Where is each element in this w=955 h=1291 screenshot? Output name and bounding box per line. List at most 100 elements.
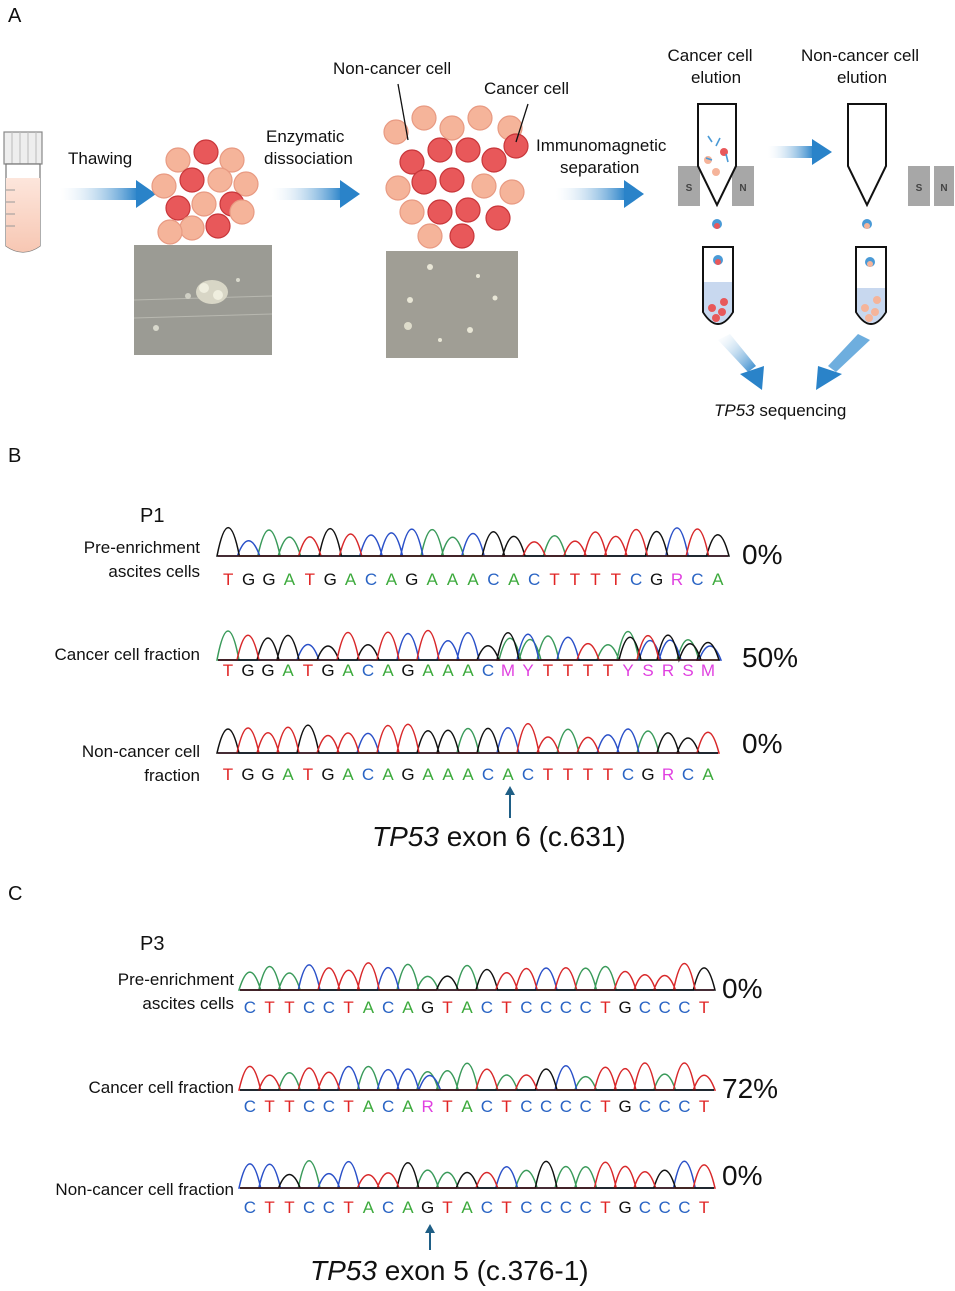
base-call: A bbox=[402, 1198, 414, 1217]
noncancer-cell-icon bbox=[385, 175, 411, 201]
base-call: C bbox=[487, 570, 499, 589]
base-call: C bbox=[579, 998, 591, 1017]
base-call: C bbox=[658, 998, 670, 1017]
base-call: C bbox=[382, 1198, 394, 1217]
base-call: A bbox=[462, 661, 474, 680]
base-call: C bbox=[540, 998, 552, 1017]
base-call: C bbox=[303, 998, 315, 1017]
base-call: C bbox=[323, 998, 335, 1017]
base-call: T bbox=[303, 661, 313, 680]
base-call: C bbox=[482, 661, 494, 680]
panel-a-letter: A bbox=[8, 5, 22, 27]
base-call: T bbox=[570, 570, 580, 589]
trace-C bbox=[218, 632, 723, 661]
c-chromatogram-2 bbox=[238, 1062, 717, 1091]
base-call: G bbox=[324, 570, 337, 589]
label-cancer-cell: Cancer cell bbox=[484, 79, 569, 98]
cancer-cell-icon bbox=[179, 167, 205, 193]
base-call: A bbox=[363, 1198, 375, 1217]
noncancer-cell-icon bbox=[229, 199, 255, 225]
base-call: T bbox=[442, 998, 452, 1017]
noncancer-cell-icon bbox=[467, 105, 493, 131]
base-call: C bbox=[481, 1097, 493, 1116]
magnet-n-1: N bbox=[739, 183, 746, 194]
base-call: C bbox=[481, 1198, 493, 1217]
sequencing-label: TP53 sequencing bbox=[714, 401, 846, 420]
base-call: A bbox=[402, 1097, 414, 1116]
base-call: T bbox=[600, 998, 610, 1017]
panel-b: B P1 Pre-enrichment ascites cells Cancer… bbox=[8, 445, 798, 852]
cancer-cell-icon bbox=[449, 223, 475, 249]
base-call: T bbox=[264, 998, 274, 1017]
cancer-cell-icon bbox=[485, 205, 511, 231]
base-call: C bbox=[382, 998, 394, 1017]
base-call: T bbox=[501, 998, 511, 1017]
arrow-thawing-icon bbox=[60, 180, 156, 208]
base-call: Y bbox=[522, 661, 533, 680]
base-call: C bbox=[560, 1198, 572, 1217]
base-call: C bbox=[678, 1097, 690, 1116]
base-call: T bbox=[442, 1097, 452, 1116]
noncancer-cell-icon bbox=[399, 199, 425, 225]
column-with-magnet-icon: S N bbox=[678, 103, 754, 229]
micrograph-dissociated bbox=[386, 251, 518, 358]
base-call: T bbox=[501, 1198, 511, 1217]
trace-A bbox=[216, 630, 718, 661]
base-call: G bbox=[241, 765, 254, 784]
base-call: A bbox=[386, 570, 398, 589]
arrow-to-sequencing-left-icon bbox=[718, 334, 764, 390]
base-call: C bbox=[560, 998, 572, 1017]
base-call: A bbox=[442, 661, 454, 680]
base-call: C bbox=[244, 1198, 256, 1217]
base-call: A bbox=[422, 661, 434, 680]
panel-b-patient: P1 bbox=[140, 505, 164, 527]
base-call: T bbox=[223, 765, 233, 784]
c-track1-label-line1: Pre-enrichment bbox=[118, 970, 234, 989]
base-call: T bbox=[264, 1198, 274, 1217]
base-call: A bbox=[427, 570, 439, 589]
trace-T bbox=[238, 1062, 717, 1091]
base-call: T bbox=[284, 1097, 294, 1116]
base-call: T bbox=[264, 1097, 274, 1116]
micrograph-cluster bbox=[133, 245, 273, 355]
step-immunomagnetic-line1: Immunomagnetic bbox=[536, 136, 667, 155]
noncancer-elution-line2: elution bbox=[837, 68, 887, 87]
noncancer-cell-icon bbox=[219, 147, 245, 173]
base-call: C bbox=[522, 765, 534, 784]
base-call: C bbox=[520, 1198, 532, 1217]
arrow-elution-icon bbox=[768, 139, 832, 165]
sample-tube-icon bbox=[3, 131, 43, 253]
base-call: T bbox=[699, 1198, 709, 1217]
trace-A bbox=[218, 728, 718, 754]
base-call: G bbox=[641, 765, 654, 784]
base-call: C bbox=[520, 1097, 532, 1116]
base-call: C bbox=[540, 1097, 552, 1116]
cancer-elution-line1: Cancer cell bbox=[667, 46, 752, 65]
base-call: G bbox=[321, 661, 334, 680]
c-track1-label-line2: ascites cells bbox=[142, 994, 234, 1013]
c-annotation-gene: TP53 bbox=[310, 1255, 377, 1286]
base-call: C bbox=[244, 1097, 256, 1116]
base-call: C bbox=[579, 1097, 591, 1116]
base-call: C bbox=[630, 570, 642, 589]
noncancer-cell-icon bbox=[151, 173, 177, 199]
c-percent-3: 0% bbox=[722, 1160, 762, 1191]
base-call: T bbox=[223, 661, 233, 680]
base-call: A bbox=[461, 998, 473, 1017]
base-call: R bbox=[671, 570, 683, 589]
step-thawing: Thawing bbox=[68, 149, 132, 168]
base-call: A bbox=[502, 765, 514, 784]
base-call: C bbox=[579, 1198, 591, 1217]
column-without-magnet-icon: S N bbox=[847, 103, 954, 229]
base-call: T bbox=[699, 1097, 709, 1116]
base-call: T bbox=[563, 661, 573, 680]
c-chromatogram-3 bbox=[238, 1159, 716, 1189]
trace-T bbox=[240, 1161, 716, 1189]
base-call: G bbox=[401, 661, 414, 680]
base-call: A bbox=[382, 661, 394, 680]
base-call: C bbox=[639, 1198, 651, 1217]
